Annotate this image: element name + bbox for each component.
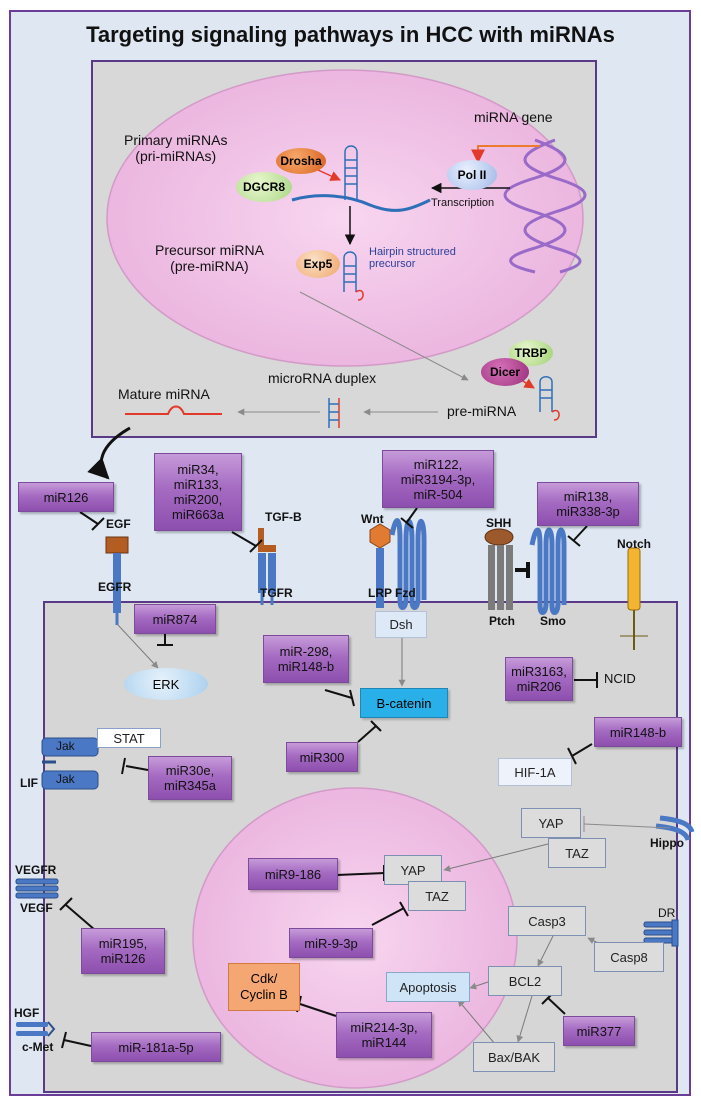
tgfr-label: TGFR xyxy=(260,586,293,600)
cdk-cyclin-node: Cdk/ Cyclin B xyxy=(228,963,300,1011)
precursor-mirna-label: Precursor miRNA (pre-miRNA) xyxy=(155,242,264,274)
hippo-receptor xyxy=(655,815,695,841)
mirna-box-mir34: miR34, miR133, miR200, miR663a xyxy=(154,453,242,531)
ptch-label: Ptch xyxy=(489,614,516,628)
vegfr-label: VEGFR xyxy=(15,863,57,877)
duplex-label: microRNA duplex xyxy=(268,370,377,386)
egfr-label: EGFR xyxy=(98,580,132,594)
mature-mirna-label: Mature miRNA xyxy=(118,386,210,402)
mirna-box-mir377: miR377 xyxy=(563,1016,635,1046)
hif1a-node: HIF-1A xyxy=(498,758,572,786)
pri-hairpin xyxy=(344,145,358,200)
nucleus-ellipse xyxy=(106,69,584,367)
vegf-label: VEGF xyxy=(20,901,53,915)
mirna-box-mir9-186: miR9-186 xyxy=(248,858,338,890)
baxbak-node: Bax/BAK xyxy=(473,1042,555,1072)
hairpin-label: Hairpin structured precursor xyxy=(369,246,456,270)
shh-ptch-smo xyxy=(484,527,567,615)
erk-node: ERK xyxy=(124,668,208,700)
bcl2-node: BCL2 xyxy=(488,966,562,996)
notch-label: Notch xyxy=(617,537,651,551)
hgf-label: HGF xyxy=(14,1006,40,1020)
dsh-node: Dsh xyxy=(375,611,427,638)
figure-title: Targeting signaling pathways in HCC with… xyxy=(86,22,615,47)
yap-outer-node: YAP xyxy=(521,808,581,838)
stat-node: STAT xyxy=(97,728,161,748)
casp3-node: Casp3 xyxy=(508,906,586,936)
tgfr-receptor xyxy=(258,528,276,605)
primary-mirna-label: Primary miRNAs (pri-miRNAs) xyxy=(124,132,228,164)
hippo-label: Hippo xyxy=(650,836,684,850)
vegfr-receptor xyxy=(15,878,59,899)
wnt-label: Wnt xyxy=(361,512,384,526)
lif-label: LIF xyxy=(20,776,38,790)
mirna-box-mir9-3p: miR-9-3p xyxy=(289,928,373,958)
mirna-box-mir126: miR126 xyxy=(18,482,114,512)
mirna-box-mir138: miR138, miR338-3p xyxy=(537,482,639,526)
exp5-blob: Exp5 xyxy=(296,250,340,278)
mirna-box-mir300: miR300 xyxy=(286,742,358,772)
smo-label: Smo xyxy=(540,614,567,628)
jak-lower: Jak xyxy=(56,772,75,786)
mirna-box-mir195: miR195, miR126 xyxy=(81,928,165,974)
egfr-receptor xyxy=(105,536,129,625)
polii-blob: Pol II xyxy=(447,160,497,190)
gene-to-polii-arrow xyxy=(471,145,540,164)
dicer-red-tail xyxy=(551,409,560,421)
mirna-box-mir181: miR-181a-5p xyxy=(91,1032,221,1062)
mirna-box-mir214: miR214-3p, miR144 xyxy=(336,1012,432,1058)
fzd-label: Fzd xyxy=(395,586,416,600)
duplex-graphic xyxy=(328,398,340,428)
mirna-box-mir122: miR122, miR3194-3p, miR-504 xyxy=(382,450,494,508)
mirna-box-mir874: miR874 xyxy=(134,604,216,634)
bcatenin-node: B-catenin xyxy=(360,688,448,718)
mature-mirna-strand xyxy=(125,405,222,415)
pre-red-tail xyxy=(355,289,364,301)
mirna-box-mir298: miR-298, miR148-b xyxy=(263,635,349,683)
dr-label: DR xyxy=(658,906,676,920)
egf-label: EGF xyxy=(106,517,131,531)
wnt-lrp-fzd xyxy=(369,518,427,610)
mature-to-cell-arrow xyxy=(87,426,131,480)
mirna-box-mir3163: miR3163, miR206 xyxy=(505,657,573,701)
jak-upper: Jak xyxy=(56,739,75,753)
taz-outer-node: TAZ xyxy=(548,838,606,868)
mirna-box-mir148b: miR148-b xyxy=(594,717,682,747)
lif-jak xyxy=(41,737,99,790)
mirna-gene-label: miRNA gene xyxy=(474,109,553,125)
apoptosis-node: Apoptosis xyxy=(386,972,470,1002)
ncid-label: NCID xyxy=(604,671,636,686)
shh-label: SHH xyxy=(486,516,512,530)
dna-helix xyxy=(503,138,587,274)
cmet-receptor xyxy=(16,1021,56,1037)
drosha-cut-arrow xyxy=(317,169,341,181)
transcription-label: Transcription xyxy=(431,197,495,209)
taz-inner-node: TAZ xyxy=(408,881,466,911)
cmet-label: c-Met xyxy=(22,1040,54,1054)
dicer-blob: Dicer xyxy=(481,358,529,386)
pre-mirna-label: pre-miRNA xyxy=(447,403,517,419)
notch-receptor xyxy=(620,547,648,650)
nucleus-export-arrow xyxy=(299,291,469,381)
dr-receptor xyxy=(643,919,679,947)
dgcr8-blob: DGCR8 xyxy=(236,172,292,202)
pri-mirna-strand xyxy=(291,194,431,212)
pre-hairpin xyxy=(343,251,357,292)
lrp-label: LRP xyxy=(368,586,392,600)
drosha-blob: Drosha xyxy=(276,148,326,174)
casp8-node: Casp8 xyxy=(594,942,664,972)
dicer-hairpin xyxy=(539,376,553,412)
tgfb-label: TGF-B xyxy=(265,510,302,524)
mirna-box-mir30e: miR30e, miR345a xyxy=(148,756,232,800)
